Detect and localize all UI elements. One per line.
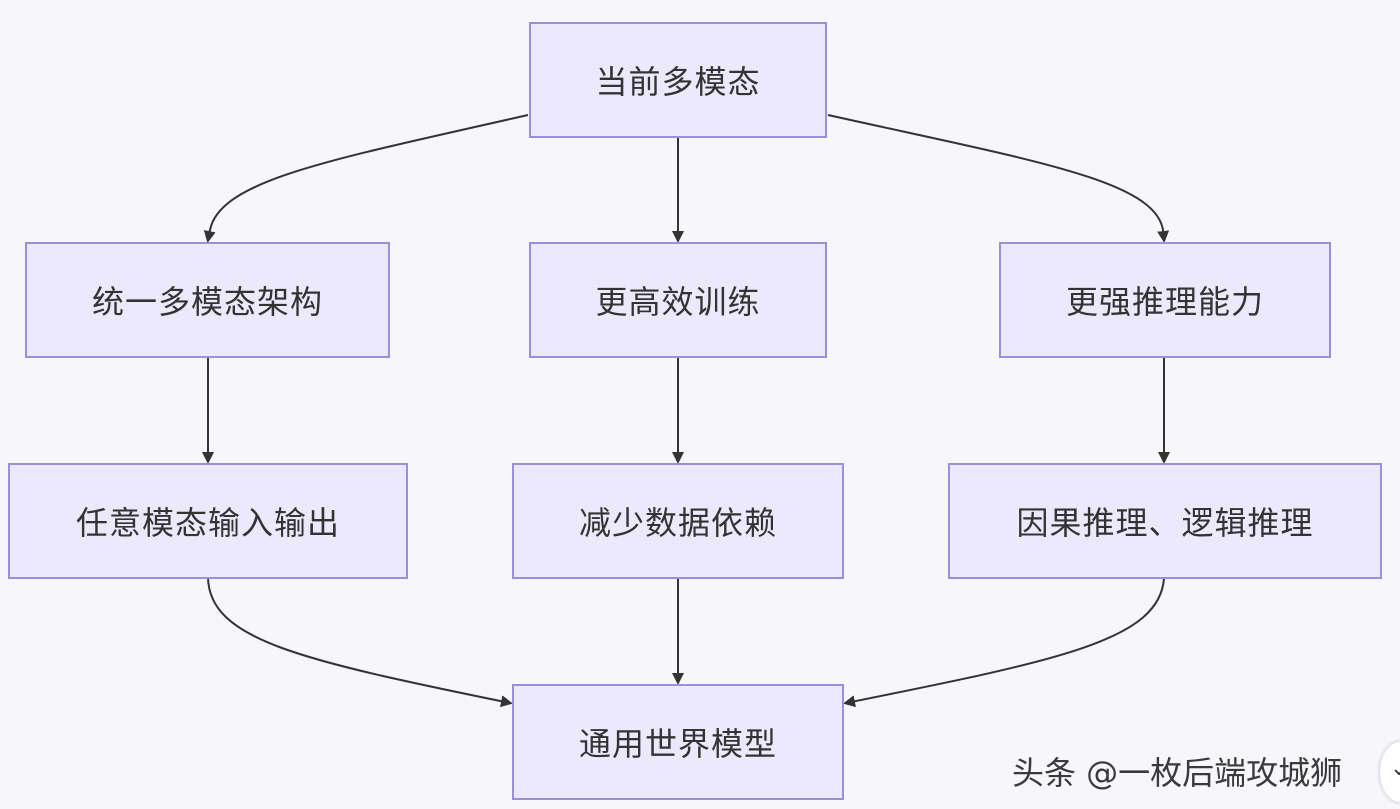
corner-badge[interactable]: [1380, 742, 1400, 802]
edge-root-to-branch-right: [827, 114, 1170, 243]
edge-leaf-left-to-goal: [207, 577, 513, 708]
node-leaf-mid: 减少数据依赖: [512, 463, 844, 579]
node-branch-left-label: 统一多模态架构: [91, 283, 323, 321]
watermark-text: 头条 @一枚后端攻城狮: [1012, 754, 1343, 792]
node-branch-right: 更强推理能力: [999, 242, 1331, 358]
node-goal: 通用世界模型: [512, 684, 844, 800]
node-goal-label: 通用世界模型: [578, 725, 777, 763]
node-leaf-mid-label: 减少数据依赖: [578, 504, 777, 542]
node-root: 当前多模态: [529, 22, 827, 138]
node-branch-right-label: 更强推理能力: [1065, 283, 1264, 321]
node-branch-mid-label: 更高效训练: [595, 283, 761, 321]
edge-root-to-branch-left: [203, 114, 529, 243]
node-root-label: 当前多模态: [595, 63, 761, 101]
node-leaf-left-label: 任意模态输入输出: [75, 504, 340, 542]
edge-leaf-right-to-goal: [843, 577, 1165, 708]
chevron-down-icon[interactable]: ⌄: [1390, 756, 1400, 781]
node-leaf-right-label: 因果推理、逻辑推理: [1016, 504, 1314, 542]
node-leaf-right: 因果推理、逻辑推理: [948, 463, 1382, 579]
node-branch-mid: 更高效训练: [529, 242, 827, 358]
node-leaf-left: 任意模态输入输出: [8, 463, 408, 579]
node-branch-left: 统一多模态架构: [25, 242, 390, 358]
